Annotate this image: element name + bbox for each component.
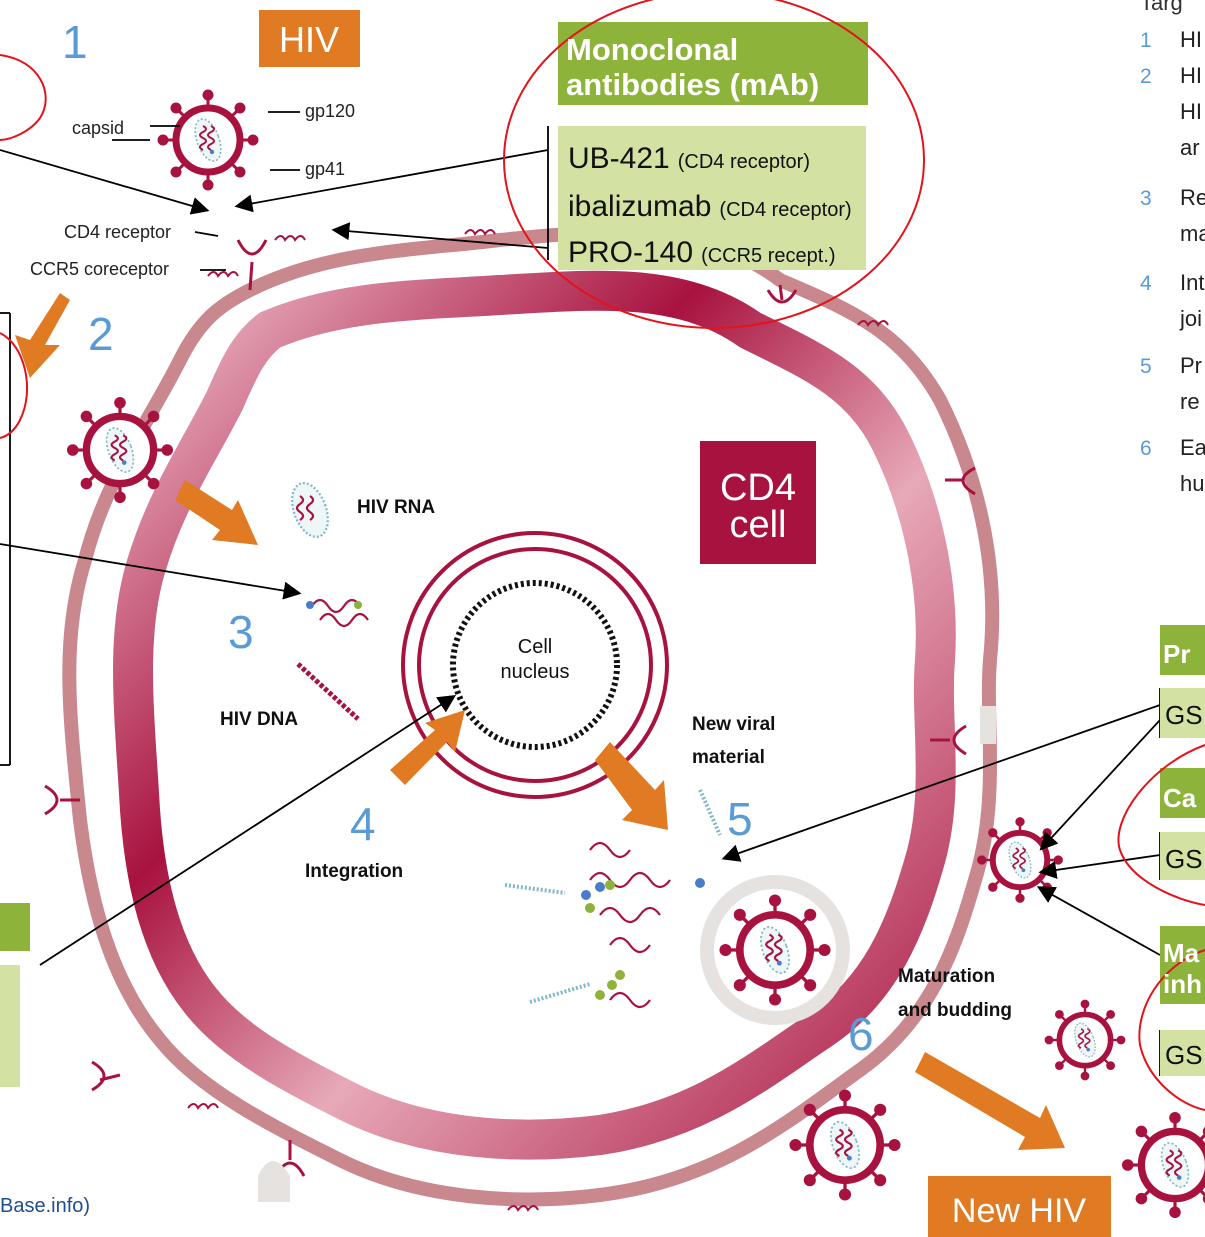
step-4: 4 bbox=[350, 798, 376, 850]
virus-top bbox=[159, 91, 257, 189]
ca-header: Ca bbox=[1163, 783, 1197, 813]
mab-item-1: UB-421(CD4 receptor) bbox=[568, 142, 810, 175]
right-list-title: Targ bbox=[1140, 0, 1183, 15]
right-list-line-2a: HI bbox=[1180, 63, 1202, 88]
ma-header-line1: Ma bbox=[1163, 938, 1200, 968]
ca-item-box bbox=[1160, 832, 1205, 880]
right-list-line-1a: HI bbox=[1180, 27, 1202, 52]
right-list-num-4: 4 bbox=[1140, 272, 1152, 295]
maturation-line1: Maturation bbox=[898, 966, 995, 987]
virus-budding bbox=[721, 896, 829, 1004]
right-list-line-4b: joi bbox=[1179, 306, 1202, 331]
step-2: 2 bbox=[88, 308, 114, 360]
right-list-line-4a: Int bbox=[1180, 270, 1204, 295]
hiv-box bbox=[259, 10, 360, 67]
right-list-num-5: 5 bbox=[1140, 355, 1152, 378]
ma-item: GS bbox=[1165, 1040, 1203, 1070]
left-green-box bbox=[0, 965, 20, 1087]
right-list-num-3: 3 bbox=[1140, 187, 1152, 210]
maturation-line2: and budding bbox=[898, 1000, 1012, 1021]
cell-nucleus bbox=[401, 531, 669, 799]
ca-item: GS bbox=[1165, 844, 1203, 874]
cd4-receptor-label: CD4 receptor bbox=[64, 222, 171, 242]
right-list-line-6b: hu bbox=[1180, 471, 1204, 496]
hiv-rna-label: HIV RNA bbox=[357, 497, 435, 518]
source-fragment: Base.info) bbox=[0, 1195, 90, 1217]
integration-label: Integration bbox=[305, 861, 403, 882]
cell-nucleus-line2: nucleus bbox=[501, 661, 570, 683]
right-list-line-6a: Ea bbox=[1180, 435, 1205, 460]
right-list-line-2c: ar bbox=[1180, 135, 1200, 160]
right-list-line-3b: ma bbox=[1180, 221, 1205, 246]
pr-item-box bbox=[1160, 688, 1205, 738]
virus-right-small bbox=[978, 818, 1061, 901]
cell-nucleus-line1: Cell bbox=[518, 636, 552, 658]
pr-header: Pr bbox=[1163, 639, 1190, 669]
ma-header-line2: inh bbox=[1163, 969, 1202, 999]
step-1: 1 bbox=[62, 16, 88, 68]
gp41-label: gp41 bbox=[305, 159, 345, 179]
left-green-header bbox=[0, 903, 30, 951]
cd4-cell-line2: cell bbox=[729, 504, 786, 546]
step-3: 3 bbox=[228, 606, 254, 658]
ma-header-box bbox=[1160, 926, 1205, 1004]
pr-item: GS bbox=[1165, 700, 1203, 730]
new-viral-line1: New viral bbox=[692, 714, 775, 735]
cd4-cell-line1: CD4 bbox=[720, 467, 796, 509]
right-list-line-5b: re bbox=[1180, 389, 1200, 414]
ma-item-box bbox=[1160, 1030, 1205, 1076]
capsid-label: capsid bbox=[72, 118, 124, 138]
ca-header-box bbox=[1160, 768, 1205, 818]
new-viral-line2: material bbox=[692, 747, 765, 768]
highlight-circles bbox=[0, 0, 1205, 1111]
right-list-line-5a: Pr bbox=[1180, 353, 1202, 378]
hiv-dna-label: HIV DNA bbox=[220, 709, 298, 730]
ccr5-coreceptor-label: CCR5 coreceptor bbox=[30, 259, 169, 279]
virus-new-2 bbox=[1124, 1114, 1205, 1217]
mab-header-line1: Monoclonal bbox=[566, 32, 738, 67]
virus-entering bbox=[69, 399, 172, 502]
right-list-num-6: 6 bbox=[1140, 437, 1152, 460]
step-5: 5 bbox=[727, 793, 753, 845]
mab-header-line2: antibodies (mAb) bbox=[566, 67, 819, 102]
new-hiv-box bbox=[928, 1176, 1111, 1237]
viral-material bbox=[291, 482, 722, 1009]
new-hiv-label: New HIV bbox=[952, 1192, 1086, 1230]
mab-header-box bbox=[558, 22, 868, 105]
virus-right-mid bbox=[1046, 1001, 1124, 1079]
right-list-num-2: 2 bbox=[1140, 65, 1152, 88]
orange-arrows bbox=[15, 293, 1065, 1150]
mab-item-2: ibalizumab(CD4 receptor) bbox=[568, 190, 852, 223]
cell-membrane bbox=[44, 225, 1000, 1212]
pr-header-box bbox=[1160, 625, 1205, 675]
cd4-cell-box bbox=[700, 441, 816, 564]
right-list-num-1: 1 bbox=[1140, 29, 1152, 52]
step-6: 6 bbox=[848, 1008, 874, 1060]
mab-list-box bbox=[558, 126, 866, 270]
virus-new-1 bbox=[791, 1091, 899, 1199]
right-list-line-3a: Re bbox=[1180, 185, 1205, 210]
gp120-label: gp120 bbox=[305, 101, 355, 121]
hiv-box-label: HIV bbox=[279, 19, 339, 60]
right-list-line-2b: HI bbox=[1180, 99, 1202, 124]
mab-item-3: PRO-140(CCR5 recept.) bbox=[568, 236, 836, 269]
